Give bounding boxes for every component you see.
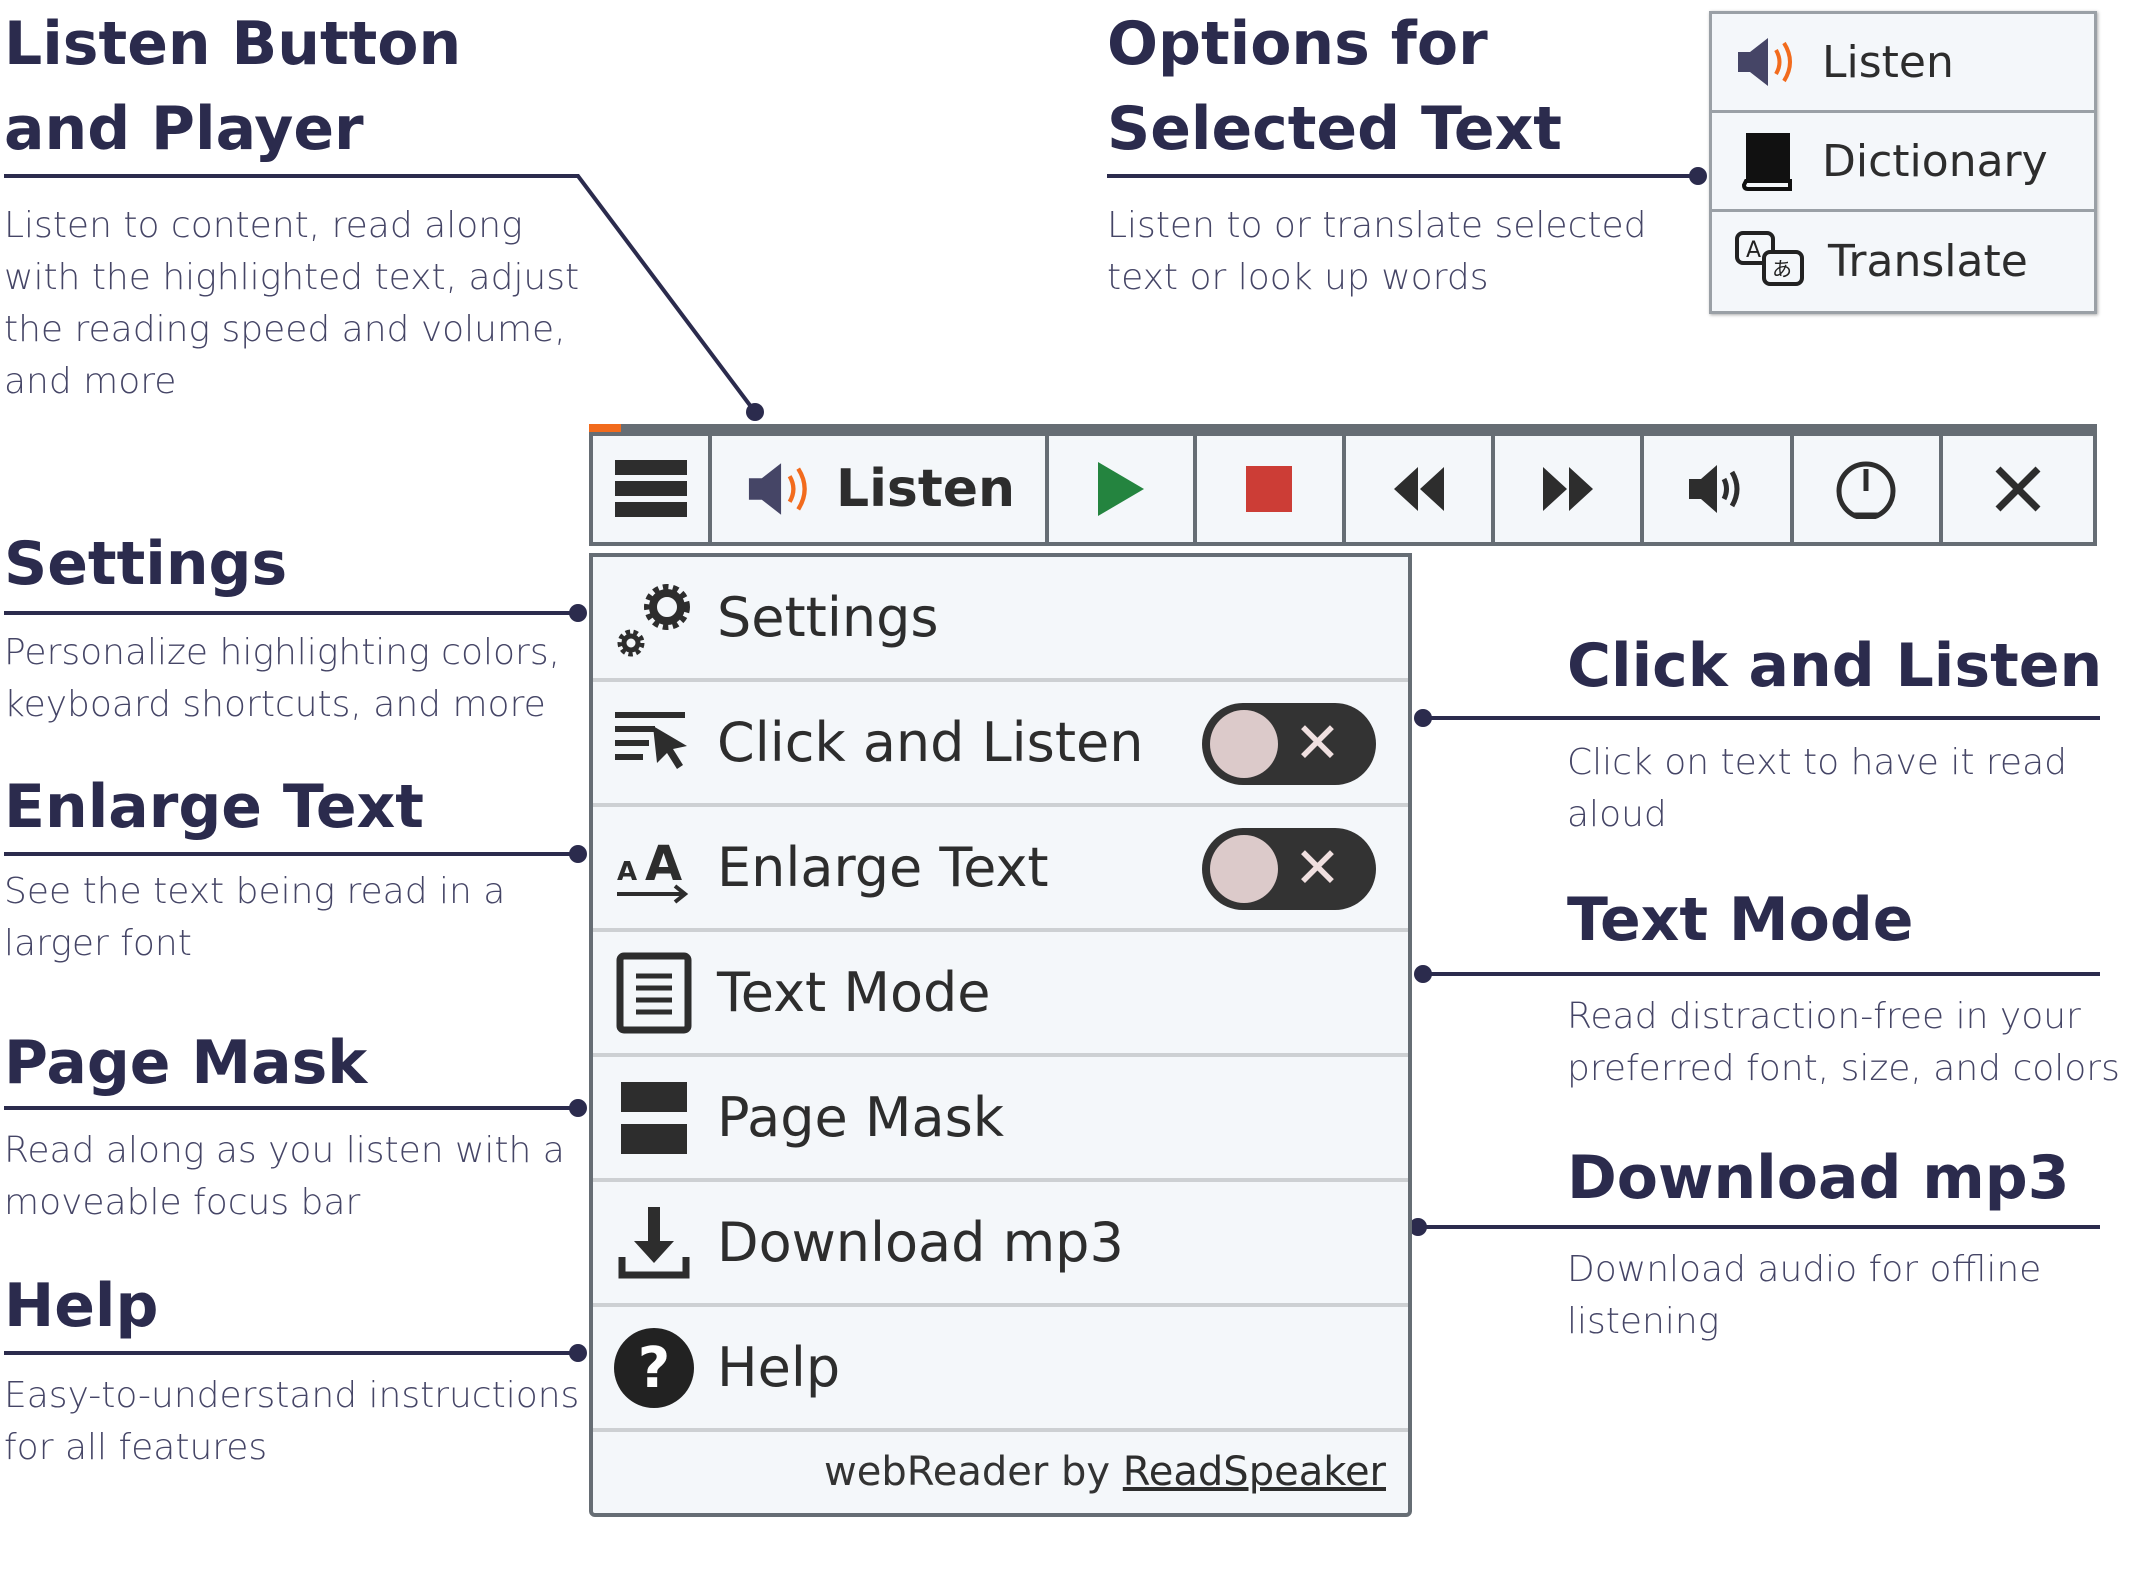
play-icon: [1097, 462, 1144, 516]
help-icon: ?: [614, 1327, 694, 1408]
webreader-toolbar: Listen: [589, 424, 2097, 546]
speaker-icon: [748, 463, 807, 515]
speed-button[interactable]: [1794, 436, 1943, 542]
progress-indicator: [589, 424, 621, 432]
menu-item-text-mode[interactable]: Text Mode: [593, 932, 1408, 1057]
listen-button[interactable]: Listen: [712, 436, 1049, 542]
stop-icon: [1246, 466, 1293, 512]
volume-icon: [1688, 465, 1740, 513]
popup-dictionary[interactable]: Dictionary: [1712, 113, 2094, 212]
speaker-icon: [1738, 38, 1792, 86]
gears-icon: [617, 583, 690, 656]
menu-button[interactable]: [593, 436, 713, 542]
hamburger-icon: [614, 460, 687, 517]
speedometer-icon: [1836, 461, 1896, 519]
fast-forward-button[interactable]: [1495, 436, 1645, 542]
callout-title-click-listen: Click and Listen: [1567, 631, 2103, 701]
stop-button[interactable]: [1197, 436, 1346, 542]
fast-forward-icon: [1542, 467, 1593, 511]
play-button[interactable]: [1049, 436, 1197, 542]
rewind-button[interactable]: [1346, 436, 1496, 542]
readspeaker-link[interactable]: ReadSpeaker: [1122, 1449, 1386, 1495]
close-button[interactable]: [1943, 436, 2093, 542]
callout-title-download: Download mp3: [1567, 1143, 2070, 1213]
menu-item-settings[interactable]: Settings: [593, 557, 1408, 682]
callout-title-pagemask: Page Mask: [4, 1028, 368, 1098]
svg-text:A: A: [1746, 238, 1761, 263]
rewind-icon: [1393, 467, 1444, 511]
menu-item-help[interactable]: ? Help: [593, 1307, 1408, 1432]
click-listen-icon: [615, 711, 687, 769]
callout-title-text-mode: Text Mode: [1567, 885, 1914, 955]
menu-item-click-and-listen[interactable]: Click and Listen ✕: [593, 682, 1408, 807]
volume-button[interactable]: [1644, 436, 1794, 542]
close-icon: [1995, 466, 2041, 512]
menu-item-download-mp3[interactable]: Download mp3: [593, 1182, 1408, 1307]
document-icon: [616, 952, 692, 1033]
toggle-off-icon: ✕: [1294, 836, 1341, 901]
download-icon: [618, 1206, 690, 1278]
callout-title-enlarge: Enlarge Text: [4, 772, 424, 842]
callout-desc-settings: Personalize highlighting colors,keyboard…: [4, 632, 561, 725]
menu-item-page-mask[interactable]: Page Mask: [593, 1057, 1408, 1182]
enlarge-text-toggle[interactable]: ✕: [1202, 828, 1376, 910]
menu-footer: webReader by ReadSpeaker: [824, 1449, 1386, 1495]
callout-title-settings: Settings: [4, 529, 288, 599]
svg-text:A: A: [617, 857, 637, 887]
book-icon: [1741, 133, 1792, 191]
svg-text:あ: あ: [1772, 257, 1792, 281]
popup-listen[interactable]: Listen: [1712, 14, 2094, 113]
translate-icon: Aあ: [1735, 230, 1804, 286]
click-and-listen-toggle[interactable]: ✕: [1202, 703, 1376, 785]
page-mask-icon: [621, 1081, 687, 1154]
svg-text:A: A: [645, 836, 682, 892]
svg-text:?: ?: [638, 1336, 670, 1401]
callout-title-help: Help: [4, 1271, 159, 1341]
toggle-off-icon: ✕: [1294, 711, 1341, 776]
